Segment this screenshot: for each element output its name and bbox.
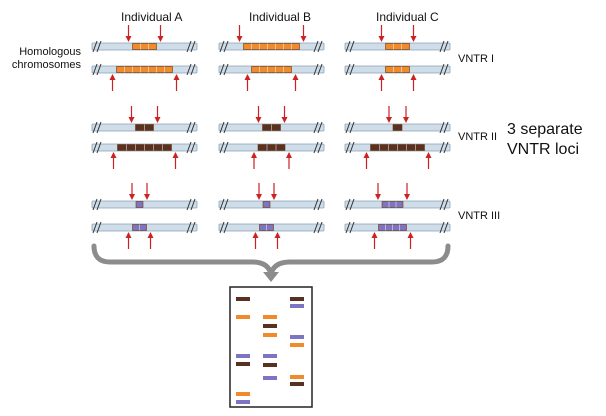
- homologous-line2: chromosomes: [11, 59, 81, 71]
- vntr-block: [117, 144, 172, 151]
- vntr-block: [392, 124, 403, 131]
- gel-band: [263, 324, 277, 328]
- gel-band: [263, 354, 277, 358]
- bracket-line: [91, 243, 451, 275]
- vntr-block: [385, 43, 410, 50]
- chromosome-group: [91, 25, 451, 249]
- gel-band: [290, 304, 304, 308]
- vntr-ii-label: VNTR II: [458, 131, 498, 143]
- chromosome-c-2-1: [344, 106, 451, 134]
- chromosome-b-3-2: [218, 221, 325, 249]
- vntr-block: [132, 43, 157, 50]
- vntr-block: [251, 66, 292, 73]
- vntr-block: [135, 124, 154, 131]
- individual-b-label: Individual B: [249, 10, 312, 24]
- chromosome-c-3-2: [344, 221, 451, 249]
- gel-band: [236, 392, 250, 396]
- vntr-iii-label: VNTR III: [458, 210, 501, 222]
- vntr-block: [370, 144, 425, 151]
- chromosome-b-2-2: [218, 141, 325, 169]
- chromosome-c-1-2: [344, 63, 451, 91]
- separate-line1: 3 separate: [507, 121, 583, 138]
- individual-a-label: Individual A: [121, 10, 183, 24]
- gel-band: [290, 375, 304, 379]
- chromosome-a-2-1: [91, 106, 198, 134]
- gel-band: [236, 315, 250, 319]
- chromosome-a-1-2: [91, 63, 198, 91]
- vntr-block: [116, 66, 173, 73]
- homologous-line1: Homologous: [19, 46, 81, 58]
- individual-c-label: Individual C: [376, 10, 439, 24]
- vntr-block: [135, 201, 144, 208]
- gel-band: [290, 382, 304, 386]
- chromosome-a-2-2: [91, 141, 198, 169]
- gel-panel: [229, 286, 313, 408]
- chromosome-c-1-1: [344, 25, 451, 53]
- gel-band: [236, 400, 250, 404]
- vntr-block: [262, 124, 281, 131]
- gel-band: [236, 297, 250, 301]
- gel-band: [263, 376, 277, 380]
- separate-vntr-loci-label: 3 separate VNTR loci: [507, 120, 583, 160]
- gel-band: [236, 354, 250, 358]
- chromosome-b-2-1: [218, 106, 325, 134]
- chromosome-a-1-1: [91, 25, 198, 53]
- gel-band: [236, 362, 250, 366]
- vntr-i-label: VNTR I: [458, 53, 495, 65]
- vntr-block: [378, 224, 407, 231]
- gel-band: [290, 297, 304, 301]
- gel-band: [290, 343, 304, 347]
- homologous-chromosomes-label: Homologous chromosomes: [5, 46, 81, 72]
- vntr-block: [262, 201, 271, 208]
- gel-band: [290, 335, 304, 339]
- chromosome-b-3-1: [218, 183, 325, 211]
- separate-line2: VNTR loci: [507, 141, 580, 158]
- vntr-block: [132, 224, 147, 231]
- chromosome-a-3-2: [91, 221, 198, 249]
- chromosome-c-2-2: [344, 141, 451, 169]
- collection-bracket: [91, 243, 451, 282]
- chromosome-c-3-1: [344, 183, 451, 211]
- vntr-block: [243, 43, 300, 50]
- chromosome-b-1-1: [218, 25, 325, 53]
- chromosome-a-3-1: [91, 183, 198, 211]
- gel-band: [263, 363, 277, 367]
- gel-band: [263, 315, 277, 319]
- vntr-block: [257, 144, 286, 151]
- chromosome-b-1-2: [218, 63, 325, 91]
- gel-band: [263, 333, 277, 337]
- vntr-block: [381, 201, 404, 208]
- vntr-block: [385, 66, 410, 73]
- vntr-block: [259, 224, 274, 231]
- bracket-arrowhead: [263, 272, 279, 282]
